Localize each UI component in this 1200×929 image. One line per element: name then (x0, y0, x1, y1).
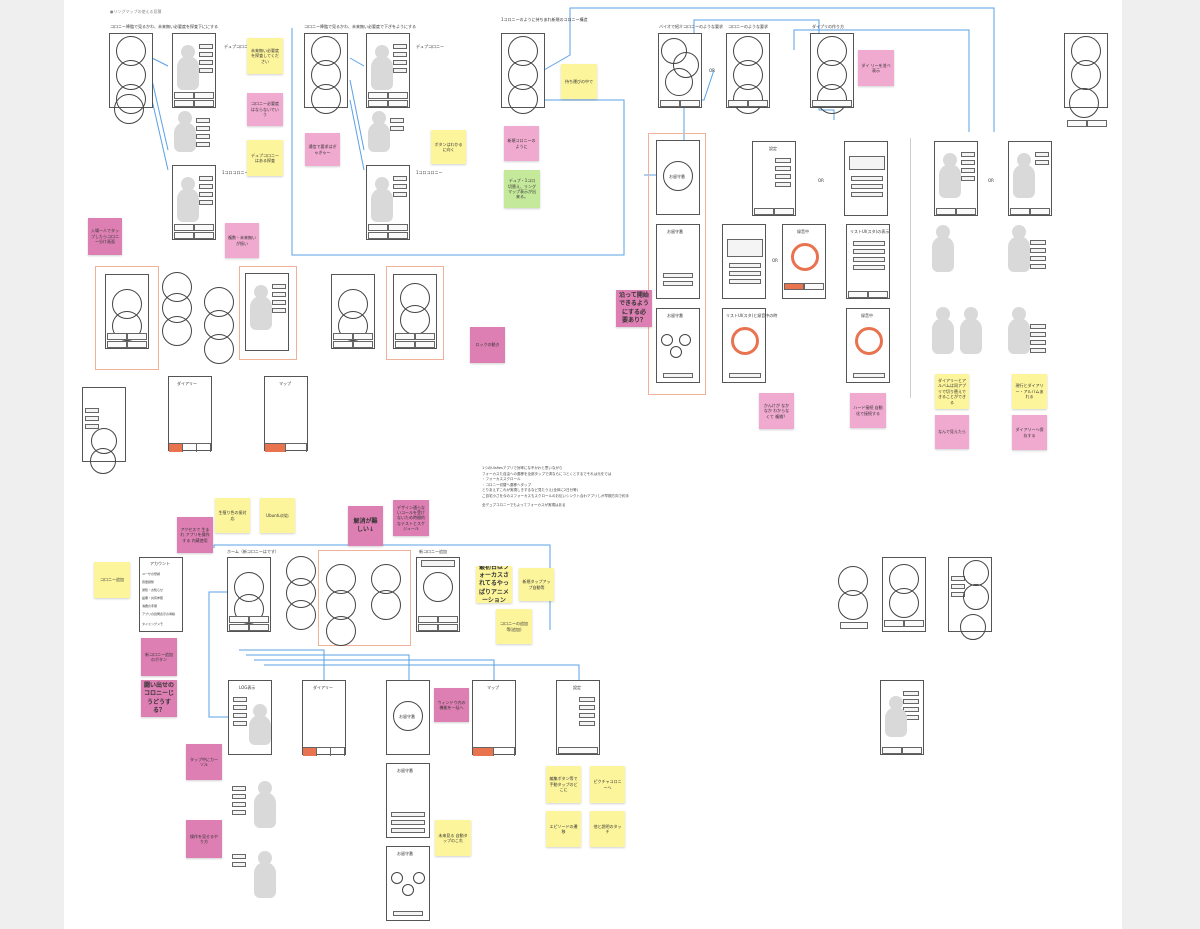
phone-mockup[interactable]: 録音中 (846, 308, 890, 383)
sticky-note[interactable]: ハード接続 自動化で接続する (850, 393, 886, 428)
frame-title: コロニー降臨で見るかわ、未来無い必要度で下ぎをようにする (304, 24, 417, 29)
sticky-note[interactable]: ダイアリーとアルバムは同アプリで切り替えできることができる (935, 374, 969, 409)
canvas-header-note: ●リングマップの使える見積 (110, 9, 162, 14)
frame-label: 1コロコロニー (416, 170, 443, 175)
sticky-note[interactable]: 新コロニー追加のボタン (141, 638, 177, 676)
sticky-note[interactable]: ピクチャコロニーへ (590, 766, 625, 803)
phone-mockup[interactable] (105, 274, 149, 349)
sticky-note[interactable]: 沿って開始できるようにする必要あり？ (616, 290, 652, 327)
phone-mockup[interactable]: 設定 (556, 680, 600, 755)
phone-mockup[interactable]: お留守番 (656, 308, 700, 383)
phone-mockup[interactable] (726, 33, 770, 114)
phone-mockup[interactable] (393, 274, 437, 349)
phone-mockup[interactable]: 録音中 (782, 224, 826, 299)
or-label: OR (709, 68, 715, 73)
phone-mockup[interactable]: リストUI(スタ)と録音中の時 (722, 308, 777, 383)
avatar-silhouette (177, 45, 199, 90)
phone-mockup[interactable]: ダイアリー (302, 680, 346, 756)
sticky-note[interactable]: 未来見る 自動タップのこれ (435, 820, 471, 856)
sticky-note[interactable]: タップ中にカーソル (186, 744, 222, 780)
left-gutter (0, 0, 64, 929)
frame-label: デュプコロニー (224, 44, 252, 49)
sticky-note[interactable]: コロニー追加 (94, 562, 130, 598)
sticky-note[interactable]: 操作を見せるやり方 (186, 820, 222, 858)
sticky-note[interactable]: 入場一人でタップしたらコロニー分け画面 (88, 218, 122, 255)
phone-mockup[interactable] (722, 224, 766, 299)
frame-label: デュプコロニー (416, 44, 444, 49)
phone-mockup[interactable] (172, 165, 216, 240)
sticky-note[interactable]: 最初日はフォーカスされてるやっぱりアニメーション (476, 566, 512, 603)
avatar-silhouette (174, 111, 196, 152)
sticky-note[interactable]: かんけが なかなか わからなくて 複雑？ (759, 393, 794, 429)
phone-mockup[interactable] (1008, 141, 1052, 216)
sticky-note[interactable]: 未来無い必要度を探査してください (247, 38, 283, 74)
sticky-note[interactable]: 闘い出せのコロニーじうどうする？ (141, 680, 177, 717)
sticky-note[interactable]: 新規コロニーのように (504, 126, 539, 161)
phone-mockup[interactable]: お留守番 (386, 763, 430, 838)
sticky-note[interactable]: 生殖り色の振対応 (215, 498, 250, 533)
frame-title: コロニーのような要求 (728, 24, 768, 29)
phone-mockup[interactable] (501, 33, 545, 114)
sticky-note[interactable]: デュプ・1コロ切替え、リングマップ表示が出来る。 (504, 170, 540, 208)
sticky-note[interactable]: 通信で要求はぎゃぎゃー (305, 133, 340, 166)
phone-mockup[interactable] (172, 33, 216, 108)
sticky-note[interactable]: コロニー必要度はならないでいう (247, 93, 283, 126)
right-gutter (1122, 0, 1200, 929)
sticky-note[interactable]: 持ち運びの中で (561, 64, 597, 99)
phone-mockup[interactable] (658, 33, 702, 108)
phone-mockup[interactable]: お留守番 (386, 846, 430, 921)
colony-circle[interactable] (114, 94, 144, 124)
sticky-note[interactable]: デザイン通らないコールを受けないため時間的なテストとスケジュール (393, 500, 429, 536)
avatar-silhouette (177, 177, 199, 222)
phone-mockup[interactable]: ダイアリー (168, 376, 212, 452)
phone-mockup[interactable] (304, 33, 348, 114)
sticky-note[interactable]: エピソードの遷移 (546, 811, 581, 847)
phone-mockup[interactable]: マップ (472, 680, 516, 756)
phone-mockup[interactable] (366, 165, 410, 240)
frame-label: 1コロコロニー (222, 170, 249, 175)
sticky-note[interactable]: ロックの動き (470, 327, 505, 363)
phone-mockup[interactable]: マップ (264, 376, 308, 452)
phone-mockup[interactable]: お留守番 (386, 680, 430, 755)
sticky-note[interactable]: 編集ボタン等で 手動タップのどこに (546, 766, 581, 803)
phone-mockup[interactable]: 設定 (752, 141, 796, 216)
sticky-note[interactable]: 複数・未来無いが振い (225, 223, 259, 258)
sticky-note[interactable]: 解消が難しい↓ (348, 506, 383, 546)
phone-mockup[interactable] (416, 557, 460, 632)
highlight-frame (648, 133, 706, 395)
phone-mockup[interactable] (245, 273, 289, 351)
phone-mockup[interactable] (366, 33, 410, 108)
phone-mockup[interactable] (934, 141, 978, 216)
sticky-note[interactable]: なんで見えたら (935, 415, 969, 449)
frame-title: 1コロニーのように持ちあれ新規のコロニー構造 (501, 17, 588, 22)
phone-mockup[interactable]: LOG表示 (228, 680, 272, 755)
phone-mockup[interactable]: お留守番 (656, 224, 700, 299)
phone-mockup[interactable]: お留守番 (656, 140, 700, 215)
phone-mockup[interactable] (810, 33, 854, 114)
frame-title: ダイプリの作り方 (812, 24, 844, 29)
sticky-note[interactable]: ダイ リーを並べ表示 (858, 50, 894, 86)
sticky-note[interactable]: コロニーの追加等(追加) (496, 609, 532, 644)
sticky-note[interactable]: ボタンはわかるに向く (431, 130, 466, 164)
sticky-note[interactable]: デュプコロニーはある探査 (247, 140, 283, 176)
frame-title: バイオで紹介コロニーのような要求 (659, 24, 723, 29)
sticky-note[interactable]: ダイアリーへ保存する (1012, 415, 1047, 450)
sticky-note[interactable]: アクセスで 生まれ アプリを操作する 内蔵使用 (177, 517, 213, 553)
discussion-notes: 1つのUIsfiesアプリで効率にな不かわと思いながらフォーカスた自由への遷移を… (482, 466, 629, 507)
record-ring[interactable] (791, 243, 819, 271)
phone-mockup[interactable] (844, 141, 888, 216)
phone-mockup[interactable] (227, 557, 271, 632)
frame-title: コロニー降臨で見るかわ、未来無い必要度を探査下ににする (110, 24, 219, 29)
phone-mockup[interactable] (880, 680, 924, 755)
sticky-note[interactable]: 新規タップアップ自動等 (519, 568, 554, 601)
sticky-note[interactable]: ウィンドウ内の機能を一括へ (434, 688, 469, 722)
sticky-note[interactable]: 他と説明のタッチ (590, 811, 625, 847)
whiteboard-canvas[interactable]: ●リングマップの使える見積 コロニー降臨で見るかわ、未来無い必要度を探査下ににす… (64, 0, 1122, 929)
phone-mockup[interactable]: リストUI(スタ)の表示 (846, 224, 890, 299)
phone-mockup[interactable] (882, 557, 926, 632)
phone-mockup[interactable] (331, 274, 375, 349)
account-panel[interactable]: アカウント ユーザの登録 音量調整 通知・お知らせ 設備・共有参照 消費の手順 … (139, 557, 183, 632)
sticky-note[interactable]: 現行とダイアリー・アルバムあれる (1012, 374, 1047, 409)
sticky-note[interactable]: Ubuntu対応 (260, 498, 295, 533)
